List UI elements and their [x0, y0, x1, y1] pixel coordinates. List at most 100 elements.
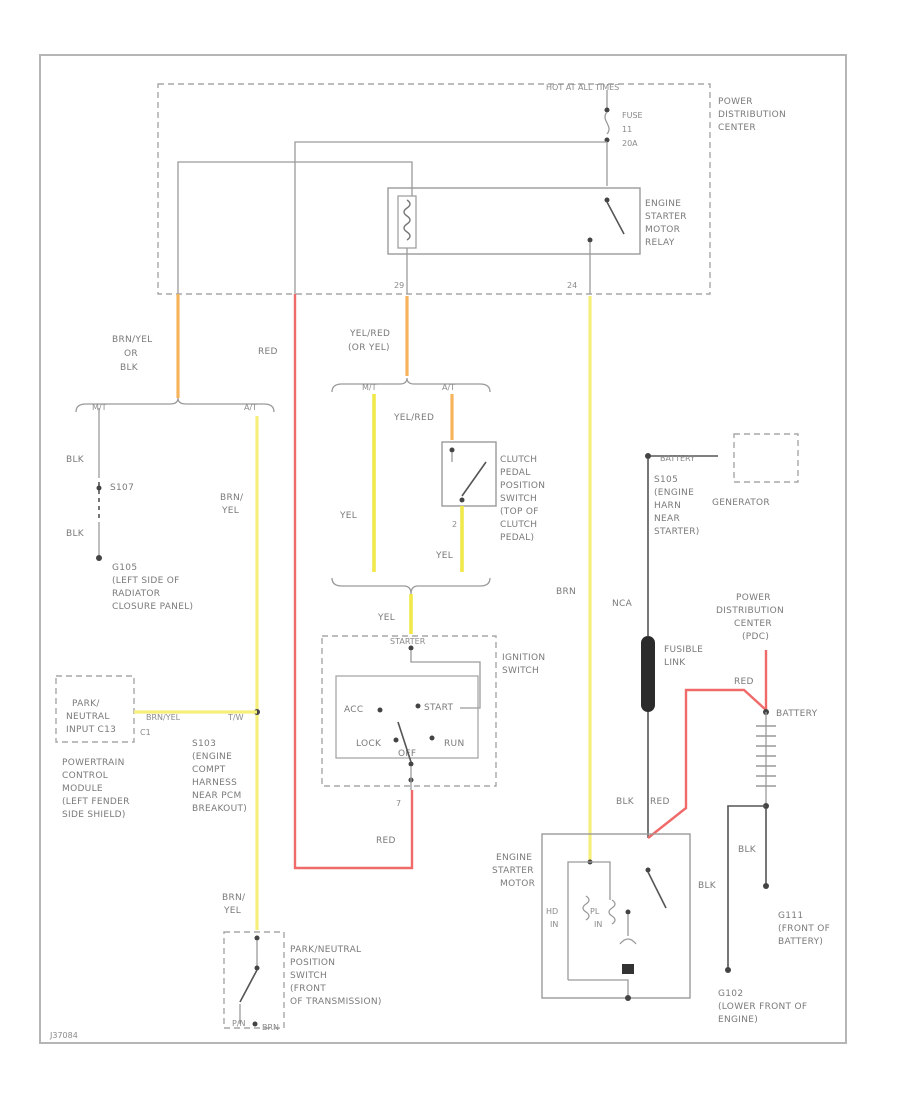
center-bottom-bracket	[331, 577, 491, 595]
yel-red-or-yel-line2: (OR YEL)	[348, 343, 390, 353]
ignition-pivot	[408, 761, 414, 767]
figure-code: J37084	[49, 1031, 78, 1040]
starter-terminal-label: STARTER	[390, 637, 426, 646]
s103-line6: BREAKOUT)	[192, 804, 247, 814]
pdc2-line3: CENTER	[734, 619, 772, 629]
g111-line3: BATTERY)	[778, 937, 823, 947]
pcm-label-line1: POWERTRAIN	[62, 758, 125, 768]
ignition-switch-blade	[397, 721, 412, 763]
g102-ground	[725, 967, 731, 973]
pnp-bottom-terminal	[252, 1021, 258, 1027]
esm-label-line1: ENGINE	[496, 853, 532, 863]
clutch-label-line6: CLUTCH	[500, 520, 537, 530]
g102-line3: ENGINE)	[718, 1015, 758, 1025]
pin-24-label: 24	[567, 281, 577, 290]
brn-yel-label-3: BRN/	[222, 893, 246, 903]
pdc-label-line3: CENTER	[718, 123, 756, 133]
fuse-number: 11	[622, 125, 632, 134]
fuse-element	[604, 111, 610, 135]
s103-line2: (ENGINE	[192, 752, 232, 762]
g111-line2: (FRONT OF	[778, 924, 830, 934]
starter-motor-terminal	[625, 909, 631, 915]
starter-battery-terminal	[645, 867, 651, 873]
solenoid-pull-winding	[608, 899, 616, 925]
relay-label-line1: ENGINE	[645, 199, 681, 209]
pnp-label-line3: SWITCH	[290, 971, 327, 981]
g105-ground	[96, 555, 102, 561]
left-option-bracket	[75, 397, 275, 413]
clutch-switch-box	[441, 441, 497, 507]
pcm-wire-label: BRN/YEL	[146, 713, 181, 722]
center-at-label: A/T	[442, 383, 455, 392]
starter-motor-box	[541, 833, 691, 999]
pcm-box-line1: PARK/	[72, 699, 100, 709]
esm-label-line3: MOTOR	[500, 879, 535, 889]
fuse-bottom-terminal	[604, 137, 610, 143]
acc-contact	[377, 707, 383, 713]
clutch-pin-2: 2	[452, 520, 457, 529]
pcm-connector-box	[55, 675, 135, 743]
acc-label: ACC	[344, 705, 363, 715]
starter-contact-blade	[647, 871, 667, 909]
battery-label: BATTERY	[776, 709, 818, 719]
clutch-label-line1: CLUTCH	[500, 455, 537, 465]
pcm-label-line2: CONTROL	[62, 771, 108, 781]
yel-label-1: YEL	[339, 511, 357, 521]
g111-line1: G111	[778, 911, 803, 921]
relay-coil	[403, 199, 411, 241]
brn-yel-or-blk-line2: OR	[124, 349, 138, 359]
s105-splice	[645, 453, 651, 459]
ignition-internal-top	[410, 650, 481, 709]
relay-switch-blade	[606, 201, 625, 235]
battery-text-label: BATTERY	[660, 454, 695, 463]
pin-29-label: 29	[394, 281, 404, 290]
pnp-label-line1: PARK/NEUTRAL	[290, 945, 361, 955]
power-distribution-center-box	[157, 83, 711, 295]
clutch-label-line4: SWITCH	[500, 494, 537, 504]
pnp-top-terminal	[254, 935, 260, 941]
brn-yel-label-2: YEL	[221, 506, 239, 516]
s105-line4: NEAR	[654, 514, 680, 524]
ignition-label-line2: SWITCH	[502, 666, 539, 676]
s107-splice	[96, 485, 102, 491]
left-at-label: A/T	[244, 403, 257, 412]
clutch-top-terminal	[449, 447, 455, 453]
red-label-3: RED	[734, 677, 754, 687]
in2-label: IN	[594, 920, 602, 929]
pnp-switch-blade	[239, 969, 258, 1003]
ignition-switch-box	[321, 635, 497, 787]
solenoid-hold-winding	[582, 895, 590, 921]
fuse-rating: 20A	[622, 139, 638, 148]
solenoid-coil-loop	[567, 861, 611, 980]
start-label: START	[424, 703, 453, 713]
pcm-label-line5: SIDE SHIELD)	[62, 810, 126, 820]
fuse-top-terminal	[604, 107, 610, 113]
blk-label-3: BLK	[616, 797, 635, 807]
pdc-label-line1: POWER	[718, 97, 753, 107]
relay-coil-box	[397, 195, 417, 249]
clutch-switch-blade	[461, 461, 487, 497]
pdc-label-line2: DISTRIBUTION	[718, 110, 786, 120]
yel-red-or-yel-line1: YEL/RED	[349, 329, 390, 339]
g102-line2: (LOWER FRONT OF	[718, 1002, 807, 1012]
fusible-link-line1: FUSIBLE	[664, 645, 703, 655]
g111-ground	[763, 883, 769, 889]
red-label-1: RED	[258, 347, 278, 357]
run-contact	[429, 735, 435, 741]
clutch-label-line2: PEDAL	[500, 468, 531, 478]
pdc2-line1: POWER	[736, 593, 771, 603]
starter-case-ground	[625, 995, 631, 1001]
red-label-4: RED	[650, 797, 670, 807]
brn-yel-or-blk-line3: BLK	[120, 363, 139, 373]
pdc-wire-red-feed	[294, 141, 607, 294]
clutch-bottom-terminal	[459, 497, 465, 503]
s103-line3: COMPT	[192, 765, 226, 775]
starter-relay-box	[387, 187, 641, 255]
nca-label: NCA	[612, 599, 633, 609]
ignition-inner-box	[335, 675, 479, 759]
relay-contact-bottom	[587, 237, 593, 243]
s103-line1: S103	[192, 739, 216, 749]
lock-contact	[393, 737, 399, 743]
s105-line5: STARTER)	[654, 527, 700, 537]
